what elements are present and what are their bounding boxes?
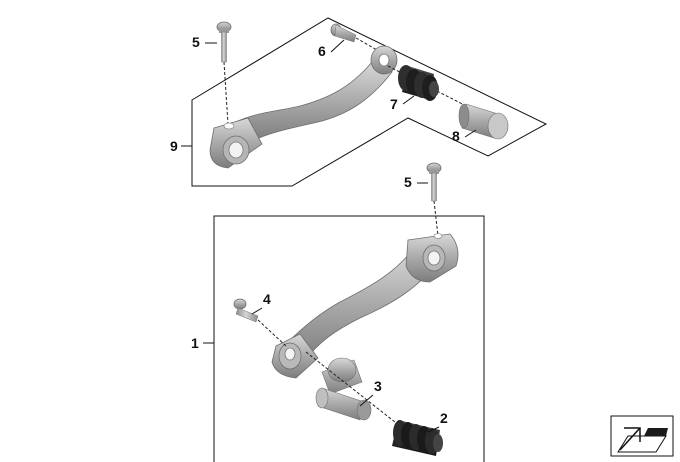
leader-4 xyxy=(251,307,263,315)
leader-7 xyxy=(402,95,415,105)
shift-lever-bottom xyxy=(271,233,459,379)
leader-6 xyxy=(330,39,345,53)
assembly-1-outline xyxy=(213,215,485,462)
callout-5-top: 5 xyxy=(192,34,200,50)
callout-2: 2 xyxy=(440,410,448,426)
bolt-4 xyxy=(233,298,259,323)
shift-lever-top xyxy=(209,45,398,169)
callout-4: 4 xyxy=(263,291,271,307)
callout-8: 8 xyxy=(452,128,460,144)
gear-lever-icon xyxy=(610,415,674,457)
pin-6 xyxy=(330,23,357,43)
rubber-peg-7 xyxy=(398,65,439,101)
bolt-5-mid-axis xyxy=(433,200,439,237)
callout-5-mid: 5 xyxy=(404,174,412,190)
bolt-5-top xyxy=(216,21,232,63)
callout-6: 6 xyxy=(318,43,326,59)
leader-8 xyxy=(464,129,477,138)
peg-cap-8 xyxy=(458,103,509,140)
peg-3 xyxy=(315,357,372,421)
callout-9: 9 xyxy=(170,138,178,154)
bolt-5-mid xyxy=(426,162,442,202)
callout-7: 7 xyxy=(390,96,398,112)
leader-3 xyxy=(359,394,374,407)
kit-9-outline xyxy=(191,17,548,187)
callout-1: 1 xyxy=(191,335,199,351)
leader-2 xyxy=(427,426,440,433)
rubber-peg-2 xyxy=(392,420,443,456)
bolt-5-top-axis xyxy=(223,61,229,125)
callout-3: 3 xyxy=(374,378,382,394)
bolt-4-axis xyxy=(257,319,287,347)
